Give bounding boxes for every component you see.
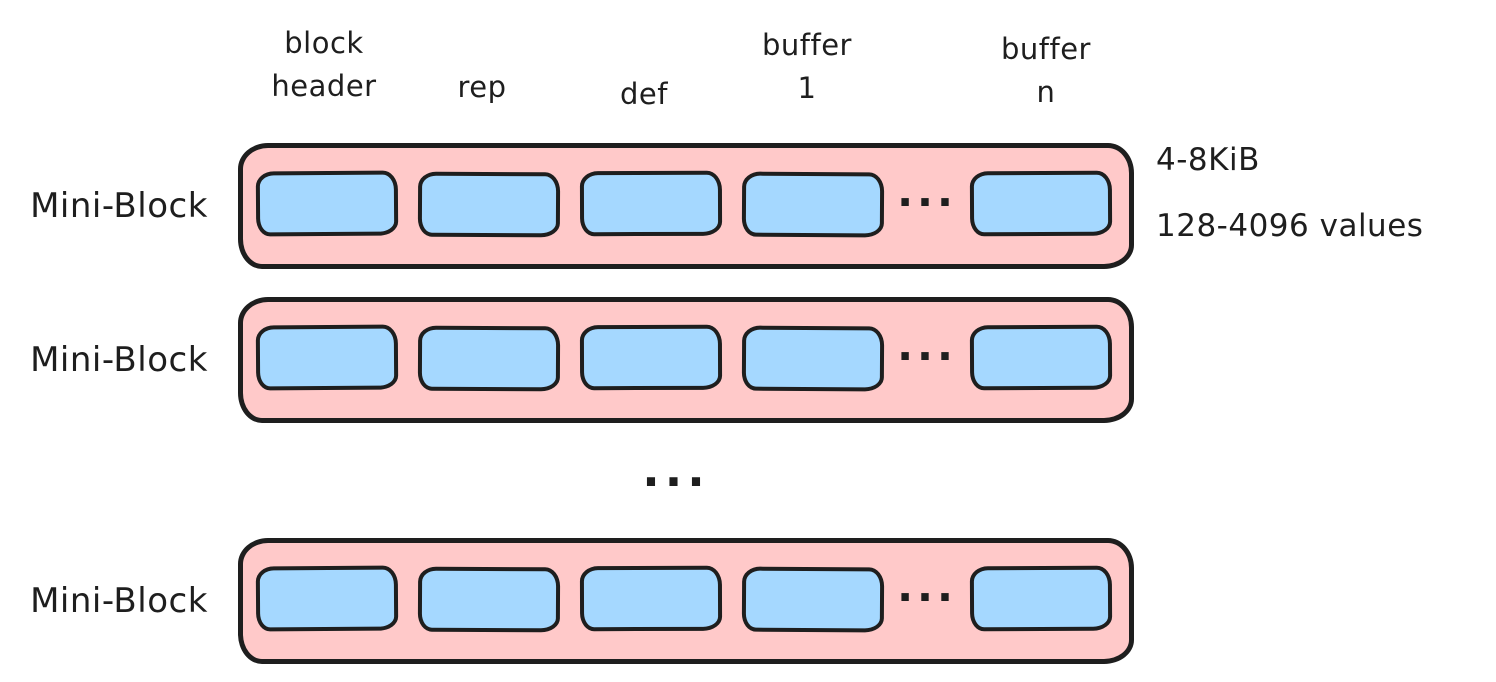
column-header-rep: rep <box>457 70 507 104</box>
mini-block-row: Mini-Block ... <box>0 143 1496 269</box>
mini-block-container: ... <box>238 297 1134 423</box>
column-header-buffer-1: buffer 1 <box>762 28 852 105</box>
cell-def <box>579 565 723 631</box>
cell-block-header <box>255 324 399 390</box>
mini-block-label: Mini-Block <box>30 186 208 226</box>
cell-buffer-1 <box>741 566 885 632</box>
cell-block-header <box>255 170 399 236</box>
annotation-block-size: 4-8KiB <box>1156 142 1260 178</box>
cell-block-header <box>255 565 399 631</box>
mini-block-label: Mini-Block <box>30 340 208 380</box>
cell-rep <box>417 171 561 237</box>
cell-rep <box>417 325 561 391</box>
annotation-value-count: 128-4096 values <box>1156 208 1424 244</box>
cell-buffer-1 <box>741 325 885 391</box>
mini-block-container: ... <box>238 538 1134 664</box>
mini-block-row: Mini-Block ... <box>0 297 1496 423</box>
column-header-buffer-n: buffer n <box>1001 32 1091 109</box>
cell-buffer-1 <box>741 171 885 237</box>
mini-block-container: ... <box>238 143 1134 269</box>
buffer-ellipsis: ... <box>897 562 957 611</box>
mini-block-label: Mini-Block <box>30 581 208 621</box>
cell-def <box>579 170 723 236</box>
column-header-def: def <box>620 77 668 111</box>
cell-buffer-n <box>969 324 1113 390</box>
cell-rep <box>417 566 561 632</box>
cell-buffer-n <box>969 170 1113 236</box>
buffer-ellipsis: ... <box>897 167 957 216</box>
cell-def <box>579 324 723 390</box>
column-header-block-header: block header <box>271 26 377 103</box>
buffer-ellipsis: ... <box>897 321 957 370</box>
mini-block-row: Mini-Block ... <box>0 538 1496 664</box>
cell-buffer-n <box>969 565 1113 631</box>
rows-ellipsis: ... <box>642 443 710 497</box>
